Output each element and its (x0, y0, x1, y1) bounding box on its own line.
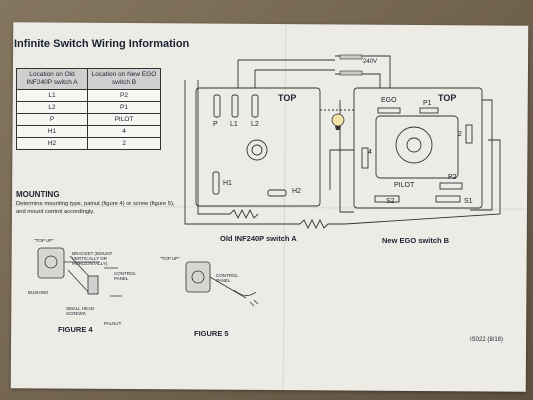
table-cell: 2 (87, 137, 161, 150)
table-cell: 4 (87, 125, 161, 138)
switch-a-body (195, 87, 321, 207)
terminal-2-label: 2 (458, 131, 462, 138)
table-header-old: Location on Old INF240P switch A (16, 68, 88, 90)
table-cell: P1 (87, 101, 161, 114)
terminal-p1-label: P1 (423, 100, 432, 107)
terminal-p2-label: P2 (448, 174, 457, 181)
terminal-l1-label: L1 (230, 121, 238, 128)
terminal-p-label: P (213, 121, 218, 128)
wiring-map-table: Location on Old INF240P switch A Locatio… (16, 68, 161, 150)
figure-5-top-up-label: "TOP UP" (160, 256, 180, 261)
mounting-text: Determine mounting type, palnut (figure … (16, 201, 175, 215)
figure-4-bracket-label: BRACKET (MOUNT VERTICALLY OR HORIZONTALL… (72, 251, 113, 266)
ego-label: EGO (381, 97, 397, 104)
figure-5-control-panel-label: CONTROL PANEL (216, 273, 238, 283)
switch-b-caption: New EGO switch B (382, 236, 450, 245)
terminal-l2-label: L2 (251, 121, 259, 128)
table-cell: L2 (16, 101, 88, 114)
figure-5-drawing (185, 261, 259, 307)
switch-b-body (353, 87, 483, 209)
voltage-label: 240V (363, 59, 378, 65)
figure-4-bushing-label: BUSHING (28, 290, 49, 295)
mounting-heading: MOUNTING (16, 190, 60, 199)
terminal-4-label: 4 (368, 149, 372, 156)
figure-4-top-up-label: "TOP UP" (34, 238, 54, 243)
terminal-h1-label: H1 (223, 180, 232, 187)
switch-a-caption: Old INF240P switch A (220, 234, 297, 243)
terminal-s2-label: S2 (386, 198, 395, 205)
figure-4-drawing (37, 247, 122, 297)
terminal-h2-label: H2 (292, 188, 301, 195)
figure-4-palnut-label: PALNUT (104, 321, 122, 326)
pilot-lamp-icon (331, 113, 345, 130)
figure-5-caption: FIGURE 5 (194, 329, 229, 338)
terminal-s1-label: S1 (464, 198, 473, 205)
document-code: IS022 (8/18) (470, 337, 504, 343)
terminal-pilot-label: PILOT (394, 182, 415, 189)
figure-4-caption: FIGURE 4 (58, 325, 93, 334)
switch-a-top-label: TOP (278, 93, 297, 103)
table-cell: H2 (16, 137, 88, 150)
figure-4-screws-label: SMALL HEAD SCREWS (66, 306, 95, 316)
document-title: Infinite Switch Wiring Information (14, 38, 190, 50)
switch-b-top-label: TOP (438, 93, 457, 103)
figure-4-control-panel-label: CONTROL PANEL (114, 271, 136, 281)
